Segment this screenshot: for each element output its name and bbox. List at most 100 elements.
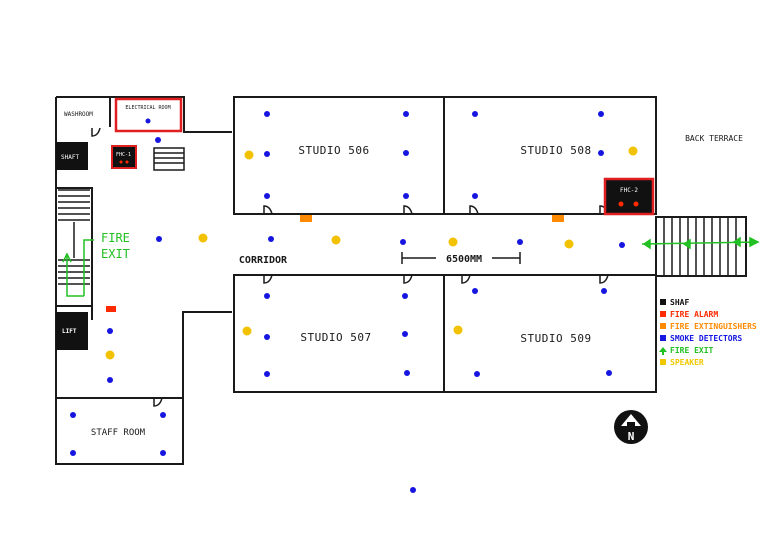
studio-506-label: STUDIO 506 bbox=[298, 144, 369, 157]
smoke-detector bbox=[155, 137, 161, 143]
smoke-detector bbox=[402, 331, 408, 337]
legend-label: SMOKE DETECTORS bbox=[670, 334, 742, 343]
door-506-west bbox=[263, 205, 273, 215]
smoke-detector bbox=[264, 151, 270, 157]
stair-treads-upper bbox=[58, 189, 90, 221]
smoke-detector bbox=[601, 288, 607, 294]
north-arrow-icon bbox=[621, 414, 641, 426]
smoke-detector bbox=[264, 193, 270, 199]
shaft-label: SHAFT bbox=[61, 154, 79, 161]
studio-507-label: STUDIO 507 bbox=[300, 331, 371, 344]
legend-label: FIRE EXIT bbox=[670, 346, 714, 355]
fhc1-indicator-right bbox=[125, 160, 129, 164]
smoke-detector bbox=[264, 111, 270, 117]
studio-509-label: STUDIO 509 bbox=[520, 332, 591, 345]
studio-508-label: STUDIO 508 bbox=[520, 144, 591, 157]
fhc2-label: FHC-2 bbox=[620, 187, 638, 194]
studio-509-walls bbox=[443, 274, 657, 393]
smoke-detector bbox=[403, 150, 409, 156]
fire-exit-label-line2: EXIT bbox=[101, 247, 130, 261]
walls bbox=[55, 96, 747, 465]
fhc1-label: FHC-1 bbox=[116, 152, 131, 158]
smoke-detector bbox=[598, 111, 604, 117]
smoke-detector bbox=[145, 118, 151, 124]
fhc2-cabinet bbox=[603, 177, 655, 216]
smoke-detector bbox=[410, 487, 416, 493]
shaft-block bbox=[56, 142, 88, 170]
smoke-detector bbox=[472, 193, 478, 199]
smoke-detector bbox=[160, 450, 166, 456]
fhc1-indicator-left bbox=[119, 160, 123, 164]
back-terrace-label: BACK TERRACE bbox=[685, 134, 743, 143]
service-stair bbox=[153, 147, 185, 171]
door-507-east bbox=[403, 274, 413, 284]
smoke-detector bbox=[472, 111, 478, 117]
fhc2-indicator-right bbox=[633, 201, 639, 207]
electrical-room-box bbox=[114, 97, 183, 133]
lift-label: LIFT bbox=[62, 328, 77, 335]
west-wing-top-wall bbox=[56, 96, 232, 133]
door-509-east bbox=[599, 274, 609, 284]
speaker bbox=[453, 325, 463, 335]
terrace-stair-treads bbox=[663, 217, 737, 276]
speakers bbox=[105, 146, 638, 360]
smoke-detector bbox=[400, 239, 406, 245]
north-arrow: N bbox=[614, 410, 648, 444]
smoke-detector bbox=[598, 150, 604, 156]
smoke-detector bbox=[268, 236, 274, 242]
smoke-detector bbox=[70, 412, 76, 418]
stair-treads-lower bbox=[58, 259, 90, 285]
legend-label: FIRE EXTINGUISHERS bbox=[670, 322, 757, 331]
corridor-label: CORRIDOR bbox=[239, 255, 288, 266]
smoke-detector bbox=[402, 293, 408, 299]
legend-swatch bbox=[660, 359, 666, 365]
door-508-west bbox=[469, 205, 479, 215]
staff-room-label: STAFF ROOM bbox=[91, 428, 146, 438]
fire-alarm-marker bbox=[106, 306, 116, 312]
speaker bbox=[628, 146, 638, 156]
legend: SHAF FIRE ALARM FIRE EXTINGUISHERS SMOKE DE… bbox=[659, 298, 757, 367]
speaker bbox=[564, 239, 574, 249]
smoke-detector bbox=[404, 370, 410, 376]
door-509-west bbox=[461, 274, 471, 284]
fire-extinguisher-marker bbox=[552, 215, 564, 222]
smoke-detector bbox=[606, 370, 612, 376]
electrical-room-label: ELECTRICAL ROOM bbox=[125, 105, 170, 111]
smoke-detector bbox=[264, 293, 270, 299]
north-label: N bbox=[628, 430, 635, 443]
speaker bbox=[244, 150, 254, 160]
legend-swatch bbox=[660, 311, 666, 317]
stair-block bbox=[55, 187, 93, 307]
studio-508-walls bbox=[443, 96, 657, 215]
smoke-detector bbox=[517, 239, 523, 245]
terrace-stair bbox=[655, 216, 747, 277]
fhc2-indicator-left bbox=[618, 201, 624, 207]
speaker bbox=[198, 233, 208, 243]
legend-swatch bbox=[660, 335, 666, 341]
washroom-label: WASHROOM bbox=[64, 111, 93, 118]
smoke-detector bbox=[474, 371, 480, 377]
north-arrow-disc bbox=[614, 410, 648, 444]
speaker bbox=[242, 326, 252, 336]
smoke-detector bbox=[156, 236, 162, 242]
smoke-detector bbox=[403, 111, 409, 117]
smoke-detector bbox=[107, 328, 113, 334]
dimension-line bbox=[401, 252, 521, 264]
legend-label: SPEAKER bbox=[670, 358, 704, 367]
legend-label: FIRE ALARM bbox=[670, 310, 718, 319]
legend-label: SHAF bbox=[670, 298, 689, 307]
door-washroom bbox=[91, 127, 101, 137]
speaker bbox=[331, 235, 341, 245]
fire-exit-route-east bbox=[641, 236, 760, 250]
smoke-detector bbox=[619, 242, 625, 248]
legend-exit-icon bbox=[659, 347, 667, 355]
speaker bbox=[105, 350, 115, 360]
smoke-detector bbox=[107, 377, 113, 383]
smoke-detector bbox=[70, 450, 76, 456]
fire-exit-label-line1: FIRE bbox=[101, 231, 130, 245]
legend-swatch bbox=[660, 323, 666, 329]
dimension-label: 6500MM bbox=[446, 254, 482, 265]
door-staff-room bbox=[153, 397, 163, 407]
